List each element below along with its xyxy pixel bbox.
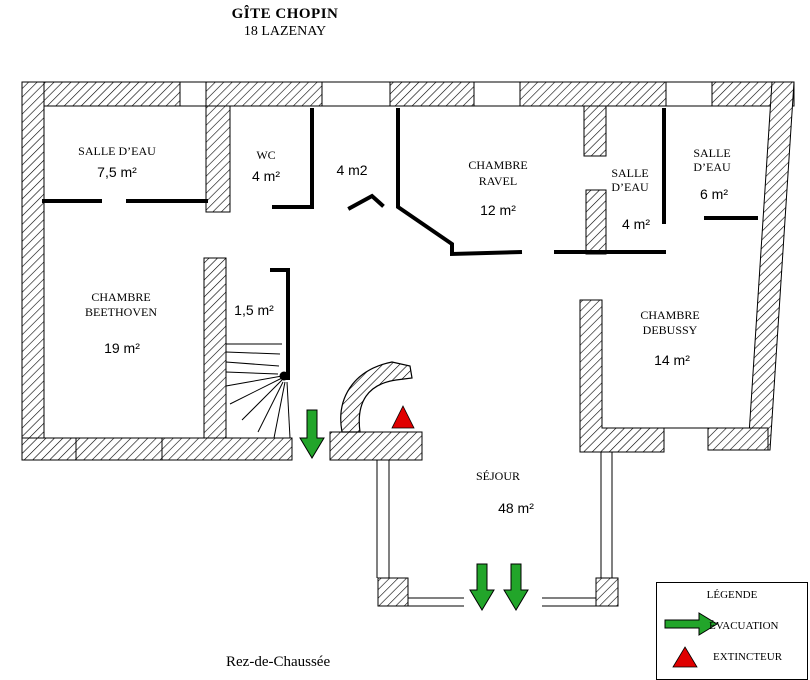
room-label-salle-eau-2b: D’EAU xyxy=(611,180,649,194)
top-wall-seg-1 xyxy=(21,81,181,107)
evacuation-arrow-icon xyxy=(503,563,529,611)
room-label-salle-eau-3b: D’EAU xyxy=(693,160,731,174)
room-area-stairs: 1,5 m² xyxy=(234,302,274,318)
room-area-salle-eau-2: 4 m² xyxy=(622,216,650,232)
gite-address: 18 LAZENAY xyxy=(243,24,327,39)
extinguisher-icon xyxy=(391,405,415,429)
evacuation-arrow-icon xyxy=(299,409,325,459)
room-label-ravel-1: CHAMBRE xyxy=(468,158,528,172)
page-title: GÎTE CHOPIN 18 LAZENAY xyxy=(200,6,370,40)
floor-label: Rez-de-Chaussée xyxy=(226,654,331,670)
room-label-ravel-2: RAVEL xyxy=(478,174,518,188)
evacuation-legend-icon xyxy=(664,612,718,636)
room-label-salle-eau-3a: SALLE xyxy=(693,146,731,160)
room-label-wc: WC xyxy=(256,148,276,162)
sejour-wall-right-bottom xyxy=(595,577,619,607)
room-label-debussy-2: DEBUSSY xyxy=(642,323,698,337)
fireplace-wall xyxy=(329,431,423,461)
room-label-salle-eau-1: SALLE D’EAU xyxy=(78,144,156,158)
bottom-mid-wall xyxy=(161,437,293,461)
top-wall-seg-2 xyxy=(205,81,323,107)
wc-wall-left xyxy=(205,105,231,213)
partitions xyxy=(42,108,758,380)
room-area-salle-eau-1: 7,5 m² xyxy=(97,164,137,180)
bottom-left-wall-end xyxy=(75,437,163,461)
salle-eau-2-wall-top xyxy=(583,105,607,157)
staircase xyxy=(225,343,291,439)
windows xyxy=(180,81,712,607)
salle-eau-2-wall-bottom xyxy=(585,189,607,255)
legend-box: LÉGENDE ÉVACUATION EXTINCTEUR xyxy=(656,582,808,680)
right-wall xyxy=(747,81,795,451)
room-label-salle-eau-2a: SALLE xyxy=(611,166,649,180)
left-wall xyxy=(21,81,45,457)
evacuation-arrows xyxy=(299,409,529,611)
room-label-debussy-1: CHAMBRE xyxy=(640,308,700,322)
legend-title: LÉGENDE xyxy=(706,589,758,601)
sejour-wall-left-bottom xyxy=(377,577,409,607)
room-area-salle-eau-3: 6 m² xyxy=(700,186,728,202)
curved-feature xyxy=(340,361,413,433)
room-area-4m2: 4 m2 xyxy=(336,162,368,178)
legend-evacuation-label: ÉVACUATION xyxy=(709,620,779,632)
room-area-wc: 4 m² xyxy=(252,168,280,184)
room-label-beethoven-1: CHAMBRE xyxy=(91,290,151,304)
room-label-beethoven-2: BEETHOVEN xyxy=(85,305,157,319)
extinguisher-legend-icon xyxy=(672,646,698,668)
gite-name: GÎTE CHOPIN xyxy=(231,6,339,22)
evacuation-arrow-icon xyxy=(469,563,495,611)
room-area-sejour: 48 m² xyxy=(498,500,534,516)
room-area-debussy: 14 m² xyxy=(654,352,690,368)
stair-wall xyxy=(203,257,227,439)
room-label-sejour: SÉJOUR xyxy=(475,469,520,483)
top-wall-seg-4 xyxy=(519,81,667,107)
legend-extinguisher-label: EXTINCTEUR xyxy=(713,651,783,663)
top-wall-seg-3 xyxy=(389,81,475,107)
bottom-right-wall xyxy=(707,427,769,451)
exterior-walls xyxy=(21,81,795,607)
room-area-beethoven: 19 m² xyxy=(104,340,140,356)
room-area-ravel: 12 m² xyxy=(480,202,516,218)
